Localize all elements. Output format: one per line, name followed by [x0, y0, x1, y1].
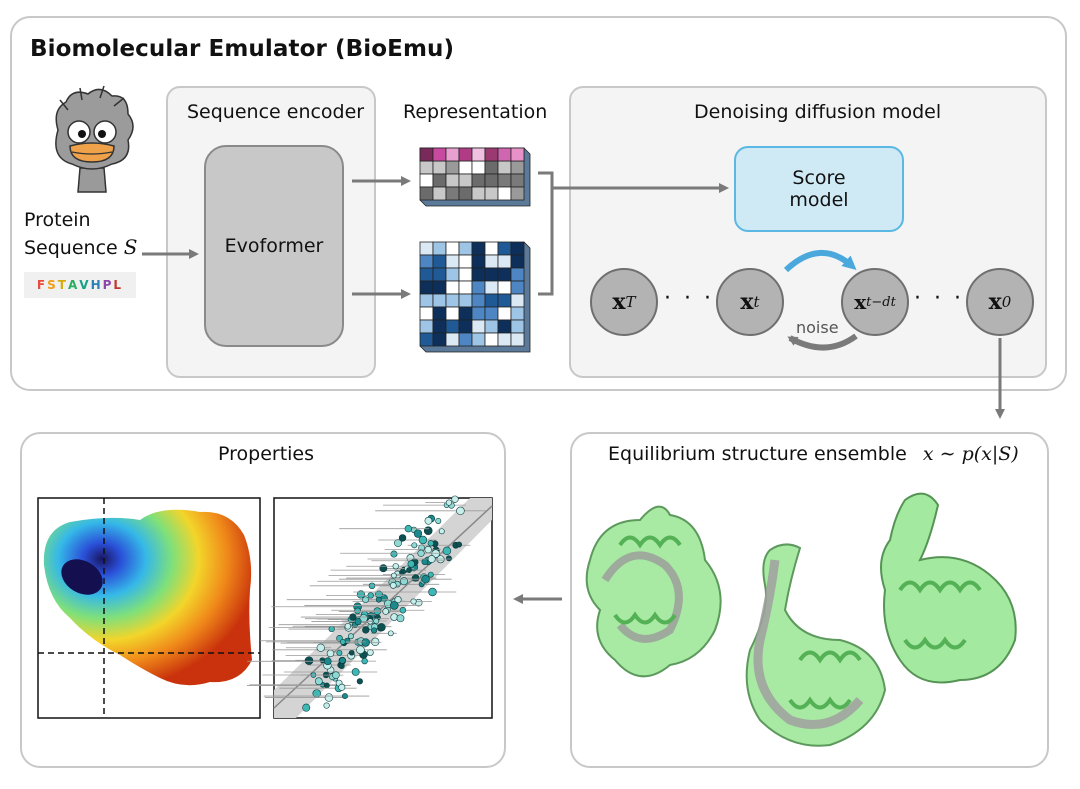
residue-letter: H [90, 278, 103, 292]
score-model-line1: Score [792, 167, 846, 189]
bioemu-title: Biomolecular Emulator (BioEmu) [30, 36, 455, 62]
score-model-line2: model [789, 189, 849, 211]
residue-letter: F [36, 278, 48, 292]
protein-label: Protein [24, 209, 91, 231]
residue-letter: L [113, 278, 124, 292]
encoder-title: Sequence encoder [187, 101, 365, 123]
sequence-label: Sequence S [24, 235, 137, 259]
ensemble-formula: x ∼ p(x|S) [922, 443, 1019, 465]
dots-right: · · · [914, 286, 964, 311]
bioemu-panel [10, 16, 1067, 391]
residue-letter: S [47, 278, 58, 292]
residue-letter: P [102, 278, 114, 292]
residue-letter: T [57, 278, 68, 292]
properties-title: Properties [218, 443, 315, 465]
ensemble-title-text: Equilibrium structure ensemble [608, 443, 907, 465]
sequence-symbol: S [123, 235, 138, 259]
residue-letter: A [67, 278, 80, 292]
representation-title: Representation [403, 101, 548, 123]
noise-label: noise [796, 318, 839, 337]
evoformer-box: Evoformer [204, 145, 344, 347]
ensemble-title: Equilibrium structure ensemble x ∼ p(x|S… [608, 443, 1019, 465]
dots-left: · · · [664, 286, 714, 311]
properties-panel [20, 432, 506, 768]
evoformer-label: Evoformer [224, 235, 324, 257]
ensemble-panel [570, 432, 1049, 768]
sequence-word: Sequence [24, 237, 118, 259]
score-model-box: Score model [734, 146, 904, 232]
residue-letter: V [79, 278, 91, 292]
diffusion-title: Denoising diffusion model [694, 101, 942, 123]
